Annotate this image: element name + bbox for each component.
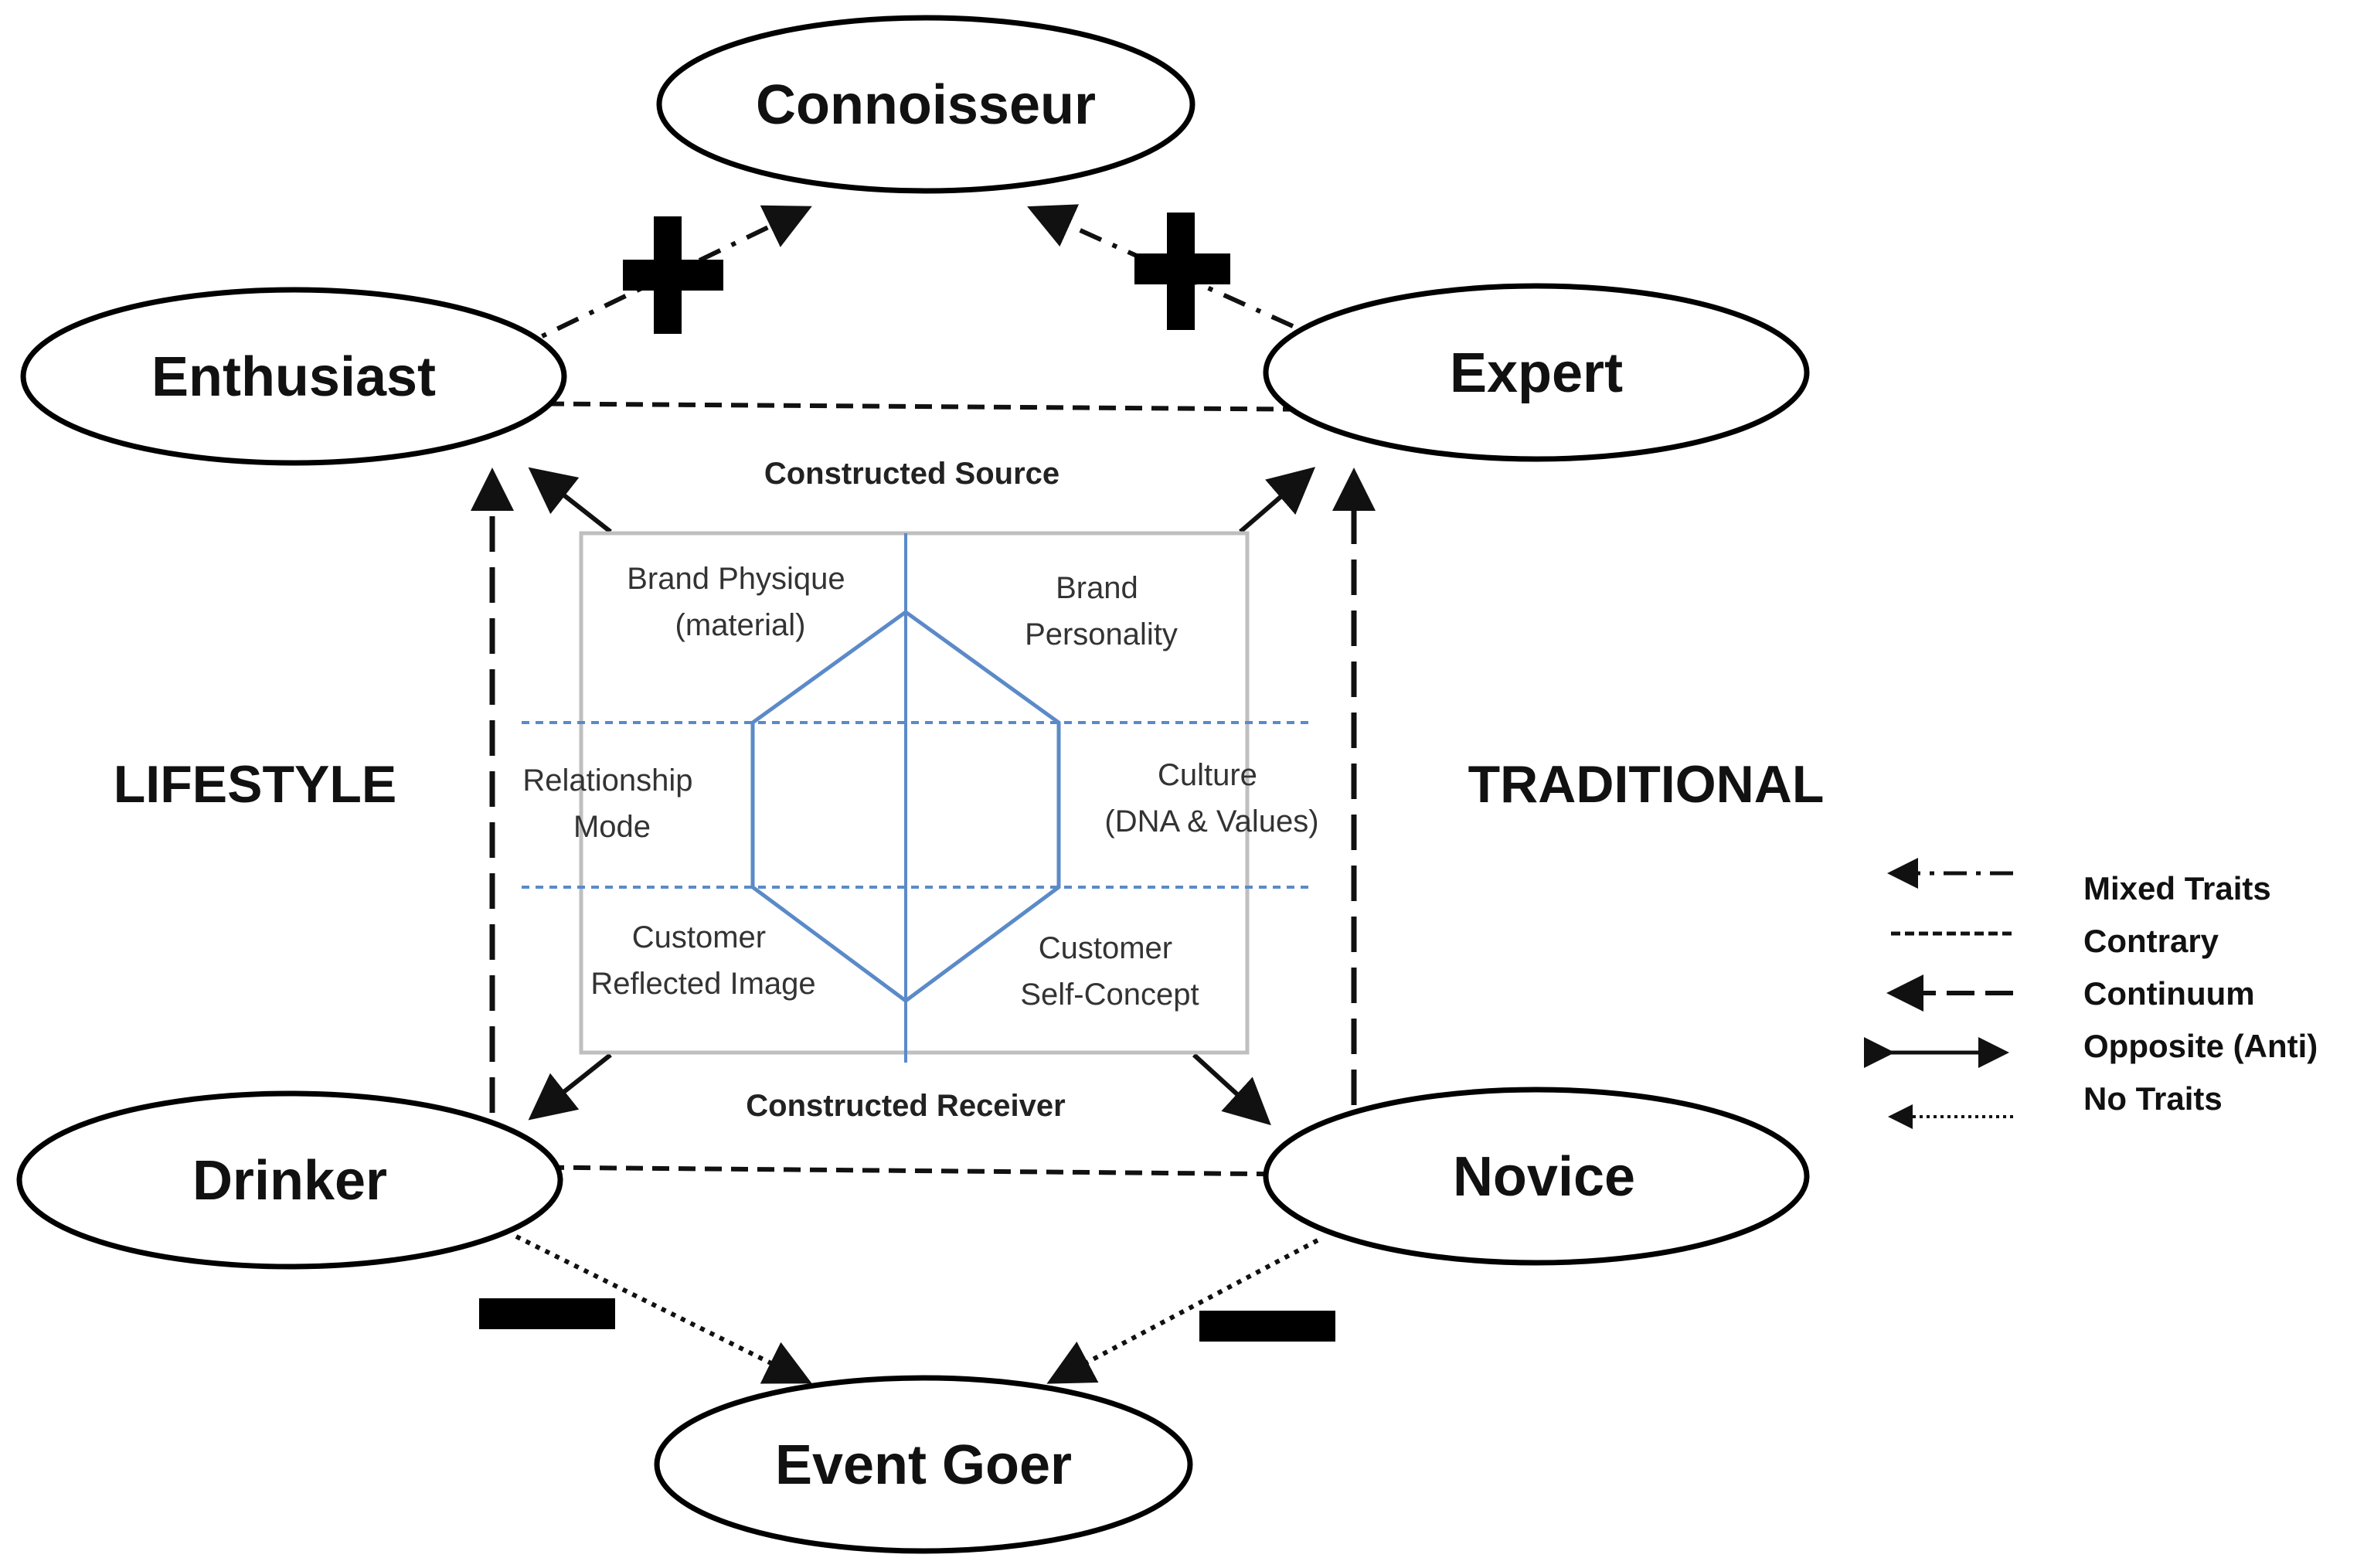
legend-label-contrary: Contrary [2083, 923, 2219, 959]
node-novice: Novice [1263, 1087, 1810, 1266]
edge-prism-drinker [528, 1053, 612, 1121]
legend: Mixed Traits Contrary Continuum Opposite… [1864, 858, 2318, 1129]
node-connoisseur-label: Connoisseur [756, 74, 1096, 136]
node-drinker: Drinker [16, 1090, 563, 1270]
cell-brand-physique: Brand Physique (material) [627, 562, 854, 642]
minus-sign-left [479, 1298, 615, 1329]
cell-relationship-mode: Relationship Mode [522, 764, 701, 844]
node-drinker-label: Drinker [192, 1150, 387, 1212]
legend-label-opposite: Opposite (Anti) [2083, 1028, 2318, 1064]
edge-prism-novice [1192, 1053, 1271, 1126]
node-enthusiast: Enthusiast [20, 287, 567, 466]
legend-item-contrary: Contrary [1891, 923, 2219, 959]
prism-hexagon [750, 609, 1061, 1004]
signs [479, 213, 1335, 1342]
brand-prism: Constructed Source Constructed Receiver … [522, 457, 1319, 1123]
traditional-label: TRADITIONAL [1468, 755, 1825, 814]
legend-item-opposite: Opposite (Anti) [1864, 1028, 2318, 1068]
cell-self-concept: Customer Self-Concept [1020, 931, 1199, 1012]
legend-item-mixed: Mixed Traits [1887, 858, 2271, 906]
node-event-goer-label: Event Goer [775, 1434, 1072, 1496]
node-novice-label: Novice [1453, 1146, 1635, 1208]
edge-prism-expert [1239, 467, 1316, 534]
plus-sign-right [1134, 213, 1230, 330]
plus-sign-left [623, 216, 723, 334]
node-expert-label: Expert [1450, 342, 1623, 404]
lifestyle-label: LIFESTYLE [114, 755, 396, 814]
legend-label-continuum: Continuum [2083, 975, 2255, 1012]
node-connoisseur: Connoisseur [656, 15, 1196, 194]
node-event-goer: Event Goer [654, 1375, 1193, 1554]
legend-item-continuum: Continuum [1886, 974, 2255, 1012]
legend-item-no-traits: No Traits [1888, 1080, 2223, 1129]
prism-top-label: Constructed Source [764, 457, 1059, 491]
node-expert: Expert [1263, 283, 1810, 462]
node-enthusiast-label: Enthusiast [151, 346, 436, 408]
edge-drinker-novice [494, 1165, 1342, 1177]
edge-prism-enthusiast [528, 467, 612, 534]
edge-novice-eventgoer [1046, 1238, 1319, 1384]
legend-label-mixed: Mixed Traits [2083, 870, 2271, 906]
minus-sign-right [1199, 1311, 1335, 1342]
cell-reflected-image: Customer Reflected Image [590, 920, 815, 1001]
prism-bottom-label: Constructed Receiver [746, 1089, 1065, 1123]
cell-brand-personality: Brand Personality [1025, 571, 1178, 651]
edge-enthusiast-expert [494, 401, 1342, 412]
legend-label-no-traits: No Traits [2083, 1080, 2223, 1117]
cell-culture: Culture (DNA & Values) [1104, 758, 1318, 838]
connectors [471, 204, 1376, 1384]
